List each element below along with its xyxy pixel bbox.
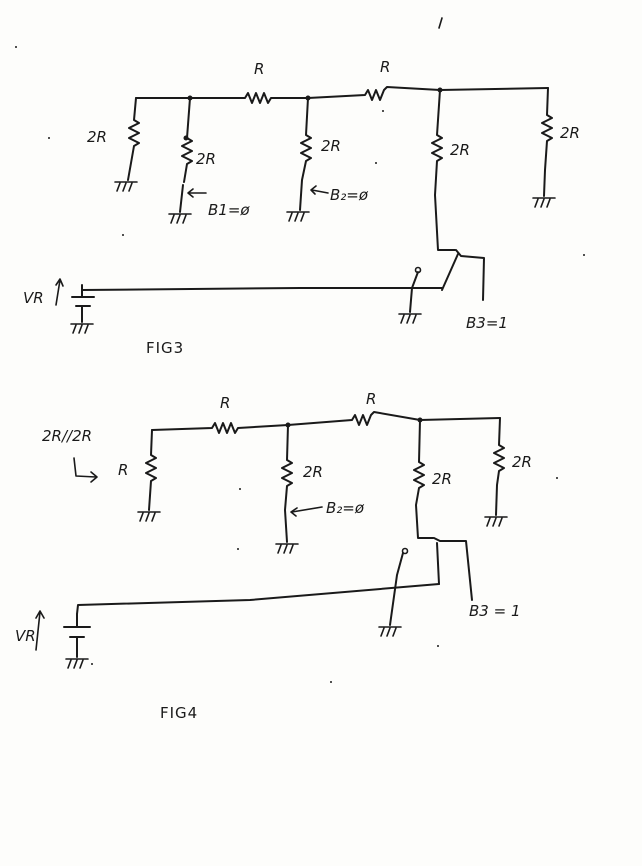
fig4-ground-2 bbox=[275, 543, 299, 554]
fig3-ground-5 bbox=[532, 197, 556, 208]
paper-speck bbox=[237, 548, 239, 550]
fig4-caption: FIG4 bbox=[160, 704, 198, 722]
fig4-switch-contact-gnd bbox=[401, 547, 409, 555]
fig3-switch-b3-blade bbox=[441, 253, 459, 291]
fig3-caption: FIG3 bbox=[146, 339, 184, 357]
fig3-ground-4 bbox=[398, 313, 422, 324]
fig3-resistor-2r-3 bbox=[299, 97, 312, 211]
fig3-switch-ground-leg bbox=[409, 271, 419, 313]
paper-speck bbox=[122, 234, 124, 236]
paper-speck bbox=[382, 110, 384, 112]
paper-speck bbox=[91, 663, 93, 665]
fig4-arrow-b2 bbox=[290, 506, 323, 517]
paper-speck bbox=[239, 488, 241, 490]
fig4-label-r-1: R bbox=[220, 394, 230, 412]
paper-speck bbox=[330, 681, 332, 683]
fig4-label-r-2: R bbox=[366, 390, 376, 408]
fig4-switch-b3 bbox=[433, 537, 473, 601]
fig3-switch-b3 bbox=[455, 249, 485, 301]
fig4-resistor-2r-2 bbox=[413, 419, 434, 539]
paper-speck bbox=[375, 162, 377, 164]
fig4-ground-5 bbox=[65, 658, 89, 669]
fig3-switch-b1-stub bbox=[179, 184, 184, 213]
paper-speck bbox=[583, 254, 585, 256]
fig3-top-rail bbox=[135, 86, 549, 104]
fig3-circuit: R R 2R 2R 2R 2R 2R B1=ø B₂=ø B3=1 VR FIG… bbox=[23, 58, 580, 357]
fig3-label-2r-4: 2R bbox=[450, 141, 470, 159]
fig3-ground-2 bbox=[168, 213, 192, 224]
fig3-label-b2: B₂=ø bbox=[330, 186, 369, 204]
fig4-switch-ground-leg bbox=[389, 552, 404, 626]
paper-speck bbox=[437, 645, 439, 647]
fig4-vr-arrow bbox=[35, 610, 45, 651]
fig3-ground-1 bbox=[114, 181, 138, 192]
fig4-label-parallel: 2R//2R bbox=[42, 427, 92, 445]
fig4-label-b3: B3 = 1 bbox=[469, 602, 520, 620]
fig4-label-2r-2: 2R bbox=[432, 470, 452, 488]
fig4-resistor-2r-1 bbox=[281, 424, 293, 543]
fig3-label-b1: B1=ø bbox=[208, 201, 250, 219]
fig4-switch-b3-blade bbox=[436, 542, 440, 585]
paper-mark bbox=[438, 17, 443, 29]
fig4-ground-3 bbox=[378, 626, 402, 637]
paper-speck bbox=[15, 46, 17, 48]
paper-speck bbox=[48, 137, 50, 139]
fig4-label-vr: VR bbox=[15, 627, 36, 645]
fig3-arrow-b2 bbox=[310, 185, 329, 195]
fig4-battery bbox=[63, 613, 91, 658]
fig3-ground-3 bbox=[286, 211, 310, 222]
fig3-vr-line bbox=[81, 287, 443, 291]
fig3-label-2r-5: 2R bbox=[560, 124, 580, 142]
fig4-label-2r-1: 2R bbox=[303, 463, 323, 481]
fig3-label-r-1: R bbox=[254, 60, 264, 78]
fig4-resistor-2r-3 bbox=[493, 417, 505, 516]
fig3-label-2r-1: 2R bbox=[87, 128, 107, 146]
fig3-resistor-2r-1 bbox=[127, 97, 140, 181]
fig3-label-r-2: R bbox=[380, 58, 390, 76]
fig3-label-2r-3: 2R bbox=[321, 137, 341, 155]
paper-speck bbox=[556, 477, 558, 479]
fig4-label-b2: B₂=ø bbox=[326, 499, 365, 517]
fig3-battery bbox=[71, 284, 95, 323]
fig4-label-r-equiv: R bbox=[118, 461, 128, 479]
fig3-resistor-2r-4 bbox=[431, 89, 456, 251]
fig4-ground-4 bbox=[484, 516, 508, 527]
fig4-ground-1 bbox=[137, 511, 161, 522]
fig3-ground-6 bbox=[70, 323, 94, 334]
fig3-label-2r-2: 2R bbox=[196, 150, 216, 168]
paper-specks bbox=[15, 17, 585, 683]
fig4-circuit: R R 2R//2R R 2R 2R 2R B₂=ø B3 = 1 VR FIG… bbox=[15, 390, 532, 722]
fig4-resistor-r-equiv bbox=[145, 429, 157, 511]
fig4-vr-line bbox=[76, 583, 440, 615]
fig3-resistor-2r-2 bbox=[181, 97, 193, 183]
fig4-parallel-arrow bbox=[73, 457, 98, 483]
fig3-node-1b bbox=[183, 135, 189, 141]
fig3-label-b3: B3=1 bbox=[466, 314, 508, 332]
fig4-top-rail bbox=[151, 411, 501, 434]
fig3-label-vr: VR bbox=[23, 289, 44, 307]
fig3-arrow-b1 bbox=[187, 188, 207, 198]
fig4-label-2r-3: 2R bbox=[512, 453, 532, 471]
fig3-vr-arrow bbox=[55, 278, 64, 306]
fig3-resistor-2r-5 bbox=[541, 87, 553, 197]
